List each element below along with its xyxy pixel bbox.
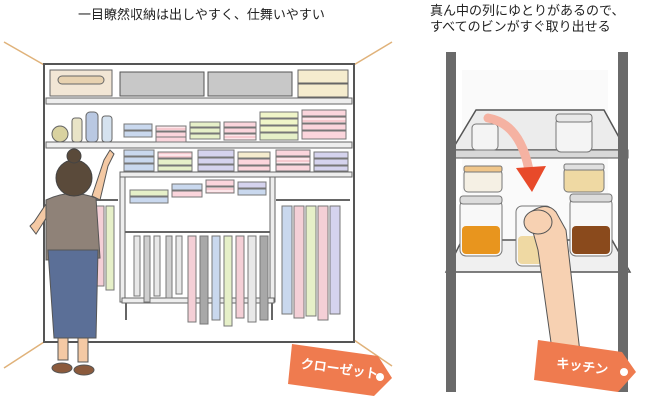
storage-box-4 [297,83,349,98]
middle-shelf [45,141,353,149]
closet-divider-left [119,176,126,303]
hand [523,209,553,235]
bottle-3 [101,115,113,143]
floor-line-right [353,339,393,367]
wall-line-left [3,41,47,67]
spice-jars-back [463,163,605,193]
shoe-left [51,362,73,374]
hanging-pants [133,235,269,327]
upper-shelf-edge [449,149,629,159]
arrow-tail [483,113,535,181]
storage-box-3 [297,69,349,84]
cabinet-post-right [618,52,628,392]
raised-arm [91,149,115,201]
woman-figure [29,148,115,376]
bottle-2 [85,111,99,143]
leg-right-person [77,337,89,363]
closet-tag: クローゼット [288,344,392,396]
hat [51,125,69,143]
arrow-head [516,166,546,192]
kitchen-caption-line-1: 真ん中の列にゆとりがあるので、 [430,4,625,19]
shoe-right [73,364,95,376]
closet-caption: 一目瞭然収納は出しやすく、仕舞いやすい [78,8,325,23]
kitchen-caption: 真ん中の列にゆとりがあるので、 すべてのビンがすぐ取り出せる [430,4,624,36]
folded-stack-upper [123,109,347,143]
apron [47,249,99,339]
folded-stack-middle [123,149,349,172]
head [55,159,93,197]
kitchen-tag-hole [620,368,628,376]
lower-shelf [119,171,353,178]
cabinet-post-left [446,52,456,392]
closet-divider-right [269,176,276,303]
closet-tag-shape [288,344,392,396]
kitchen-tag-shape [534,340,636,392]
folded-stack-lower [129,179,267,204]
storage-basket-handle [57,75,105,85]
floor-line-left [3,341,45,369]
kitchen-scene: キッチン [444,52,636,392]
storage-box-1 [119,71,205,97]
kitchen-caption-line-2: すべてのビンがすぐ取り出せる [430,20,611,35]
bottom-shelf [121,297,275,304]
closet-tag-hole [376,373,384,381]
hanging-shirts-right [281,205,341,321]
upper-jars [471,113,593,153]
kitchen-tag-label: キッチン [555,356,609,378]
bottle-1 [71,117,83,143]
kitchen-tag: キッチン [534,340,636,392]
hair-bun [66,148,82,164]
leg-left-person [57,337,69,361]
storage-box-2 [207,71,293,97]
closet-scene: クローゼット [3,41,393,396]
wall-line-right [351,41,393,67]
top-shelf [45,97,353,105]
